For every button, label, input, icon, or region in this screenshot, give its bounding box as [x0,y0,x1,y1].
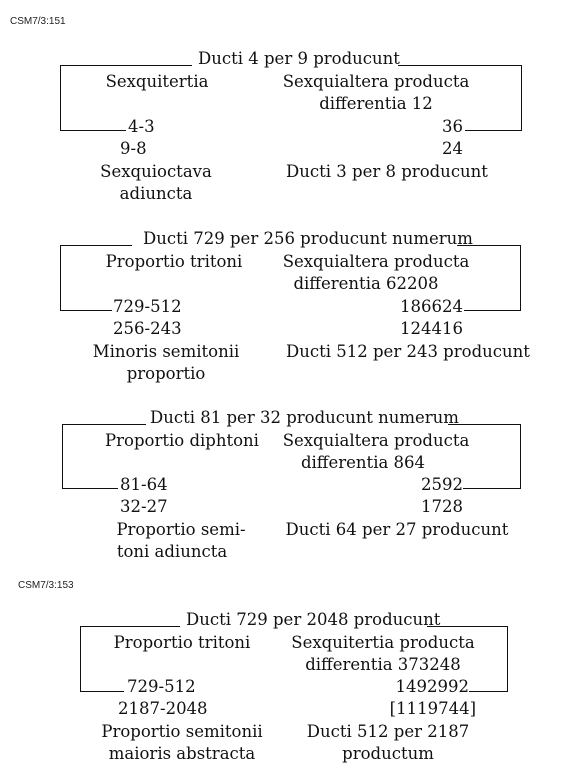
bracket-line [62,424,64,489]
bracket-line [62,424,146,426]
bracket-line [80,691,124,693]
bottom-left-label: Proportio semi- [116,520,246,539]
bottom-right-label: Ducti 3 per 8 producunt [286,162,488,181]
bracket-line [457,245,521,247]
left-label: Sexquitertia [105,72,209,91]
top-label: Ducti 729 per 256 producunt numerum [143,229,473,248]
right-label: differentia 62208 [293,274,439,293]
bracket-line [521,65,523,131]
left-value: 2187-2048 [118,699,208,718]
left-bracket-value: 729-512 [113,297,182,316]
right-label: Sexquitertia producta [291,633,475,652]
top-label: Ducti 81 per 32 producunt numerum [150,408,459,427]
left-value: 9-8 [120,139,147,158]
bracket-line [427,626,508,628]
right-bracket-value: 186624 [400,297,463,316]
bracket-line [507,626,509,692]
bracket-line [520,424,522,489]
bracket-line [448,424,521,426]
left-label: Proportio diphtoni [105,431,259,450]
right-value: [1119744] [389,699,476,718]
bracket-line [60,310,112,312]
bracket-line [398,65,522,67]
right-label: differentia 12 [319,94,433,113]
right-label: Sexquialtera producta [282,252,470,271]
bracket-line [80,626,82,692]
right-value: 24 [442,139,463,158]
bracket-line [464,310,521,312]
top-label: Ducti 4 per 9 producunt [198,49,400,68]
bracket-line [60,245,132,247]
left-bracket-value: 81-64 [120,475,168,494]
left-label: Proportio tritoni [105,252,243,271]
bracket-line [60,130,126,132]
bottom-right-label: Ducti 512 per 243 producunt [286,342,530,361]
bottom-right-label: Ducti 64 per 27 producunt [285,520,509,539]
left-bracket-value: 729-512 [127,677,196,696]
right-label: Sexquialtera producta [282,72,470,91]
bracket-line [60,245,62,311]
bottom-left-label: Minoris semitonii [92,342,240,361]
bracket-line [465,130,522,132]
bracket-line [520,245,522,311]
left-value: 32-27 [120,497,168,516]
top-label: Ducti 729 per 2048 producunt [186,610,441,629]
bottom-left-label: Proportio semitonii [101,722,263,741]
bottom-right-label: productum [342,744,434,763]
bracket-line [60,65,192,67]
reference-tag: CSM7/3:153 [18,580,74,591]
right-bracket-value: 36 [442,117,463,136]
right-value: 124416 [400,319,463,338]
bracket-line [463,488,521,490]
bottom-right-label: Ducti 512 per 2187 [306,722,470,741]
left-label: Proportio tritoni [113,633,251,652]
bottom-left-label: Sexquioctava [100,162,212,181]
reference-tag: CSM7/3:151 [10,16,66,27]
bottom-left-label: toni adiuncta [116,542,228,561]
left-bracket-value: 4-3 [128,117,155,136]
right-bracket-value: 1492992 [395,677,470,696]
right-label: differentia 864 [300,453,426,472]
bottom-left-label: maioris abstracta [108,744,256,763]
right-bracket-value: 2592 [421,475,463,494]
bracket-line [469,691,508,693]
right-label: differentia 373248 [305,655,461,674]
right-value: 1728 [421,497,463,516]
bracket-line [80,626,180,628]
bracket-line [62,488,118,490]
bracket-line [60,65,62,131]
bottom-left-label: adiuncta [119,184,193,203]
bottom-left-label: proportio [126,364,206,383]
right-label: Sexquialtera producta [282,431,470,450]
left-value: 256-243 [113,319,182,338]
